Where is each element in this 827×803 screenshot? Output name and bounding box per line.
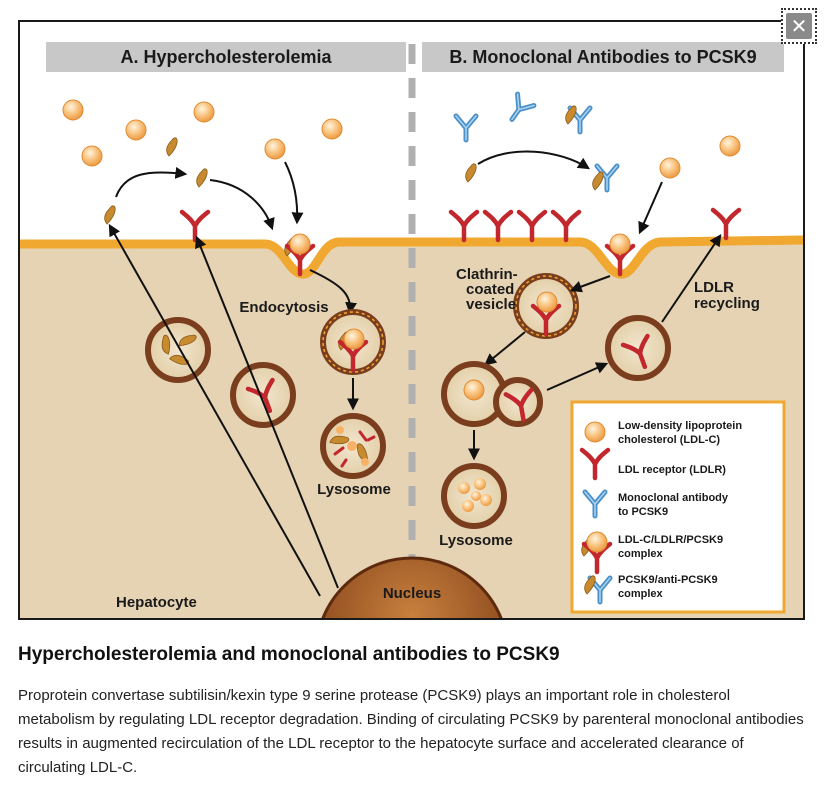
arrow-ldl-bind-a — [284, 161, 304, 225]
legend: Low-density lipoprotein cholesterol (LDL… — [570, 400, 786, 614]
panel-b-antibodies — [456, 94, 617, 190]
panel-b-ldl-particles — [659, 135, 741, 179]
panel-b-clathrin-vesicle — [513, 273, 579, 339]
panel-a-endosome — [320, 309, 386, 375]
legend-ldl-line1: Low-density lipoprotein — [618, 420, 742, 432]
caption-body: Proprotein convertase subtilisin/kexin t… — [18, 687, 804, 776]
label-hepatocyte: Hepatocyte — [116, 594, 197, 611]
arrow-pcsk9-secretion — [108, 223, 321, 597]
close-button[interactable]: ✕ — [781, 8, 817, 44]
panel-b-lysosome — [441, 463, 507, 529]
panel-b-pcsk9-antibody-complex — [565, 105, 604, 191]
arrow-ldlr-return — [661, 234, 722, 323]
label-endocytosis: Endocytosis — [239, 299, 328, 316]
panel-a-receptor-vesicle — [230, 362, 296, 428]
legend-complex-line2: complex — [618, 548, 664, 560]
arrow-pcsk9-bind — [209, 179, 275, 231]
figure-frame: A. Hypercholesterolemia B. Monoclonal An… — [18, 20, 805, 620]
panel-b-free-pcsk9 — [465, 163, 477, 183]
arrow-to-endosome — [484, 331, 526, 366]
label-recycling: recycling — [694, 295, 760, 312]
panel-b-recycling-vesicle — [605, 315, 671, 381]
panel-a-header-bar — [46, 42, 406, 72]
label-ldlr: LDLR — [694, 279, 734, 296]
legend-pcsk9-line1: PCSK9/anti-PCSK9 — [618, 574, 718, 586]
legend-ldl-swatch — [584, 421, 606, 443]
pcsk9-diagram: A. Hypercholesterolemia B. Monoclonal An… — [20, 42, 803, 618]
arrow-antibody-binds-pcsk9 — [477, 150, 591, 170]
caption-title: Hypercholesterolemia and monoclonal anti… — [18, 644, 560, 665]
legend-pcsk9-line2: complex — [618, 588, 664, 600]
panel-a-pcsk9-vesicle — [145, 317, 211, 383]
legend-antibody-line2: to PCSK9 — [618, 506, 668, 518]
panel-a-pcsk9-molecules — [104, 137, 208, 225]
panel-b-header-bar — [422, 42, 784, 72]
label-clathrin-1: Clathrin- — [456, 266, 518, 283]
label-clathrin-3: vesicle — [466, 296, 516, 313]
arrow-pcsk9-circulate — [115, 166, 188, 198]
label-nucleus: Nucleus — [383, 585, 441, 602]
panel-a-ldl-particles — [62, 99, 343, 167]
panel-a-title: A. Hypercholesterolemia — [120, 47, 332, 67]
panel-a-lysosome — [320, 413, 386, 479]
panel-b-title: B. Monoclonal Antibodies to PCSK9 — [449, 47, 756, 67]
panel-b-endosome — [441, 361, 543, 427]
legend-ldl-line2: cholesterol (LDL-C) — [618, 434, 720, 446]
legend-antibody-line1: Monoclonal antibody — [618, 492, 729, 504]
close-icon: ✕ — [786, 13, 812, 39]
legend-receptor: LDL receptor (LDLR) — [618, 464, 726, 476]
cell-membrane — [20, 235, 803, 279]
legend-complex-line1: LDL-C/LDLR/PCSK9 — [618, 534, 723, 546]
label-clathrin-2: coated — [466, 281, 514, 298]
arrow-receptor-recycle — [546, 362, 609, 391]
label-lysosome-a: Lysosome — [317, 481, 391, 498]
label-lysosome-b: Lysosome — [439, 532, 513, 549]
arrow-ldl-bind-b — [638, 181, 663, 235]
nucleus — [321, 556, 503, 618]
arrow-vesicle-formation — [569, 275, 611, 293]
panel-a-surface-receptor — [182, 212, 208, 240]
panel-b-surface-receptors — [451, 210, 739, 240]
arrow-ldlr-synthesis — [195, 235, 339, 589]
arrow-endocytosis — [309, 269, 358, 315]
